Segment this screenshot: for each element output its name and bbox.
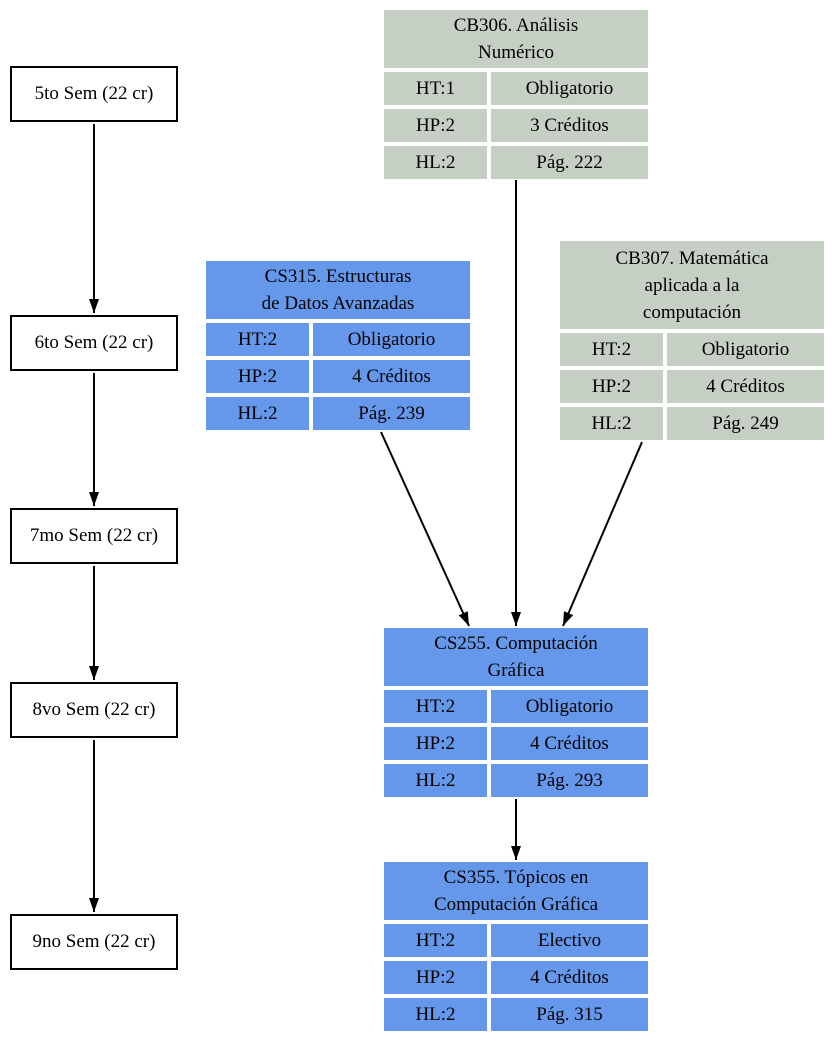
row-value-cell: Pág. 293 [491, 764, 648, 797]
row-value-cell: 4 Créditos [313, 360, 470, 393]
row-key-cell: HT:1 [384, 72, 487, 105]
row-key-cell: HT:2 [384, 690, 487, 723]
row-key-cell: HP:2 [384, 727, 487, 760]
course-card-cs315: CS315. Estructuras de Datos Avanzadas HT… [206, 261, 470, 430]
row-key-cell: HL:2 [384, 764, 487, 797]
course-title-line: CB307. Matemática [615, 247, 769, 269]
row-key-cell: HT:2 [206, 323, 309, 356]
course-title: CS355. Tópicos en Computación Gráfica [384, 862, 648, 920]
course-title-line: de Datos Avanzadas [261, 293, 415, 314]
course-title-line: Numérico [478, 42, 554, 63]
row-key-cell: HP:2 [560, 370, 663, 403]
course-title: CB307. Matemática aplicada a la computac… [560, 241, 824, 329]
course-title-line: aplicada a la [644, 274, 740, 296]
course-title: CS315. Estructuras de Datos Avanzadas [206, 261, 470, 319]
semester-node-7mo: 7mo Sem (22 cr) [10, 508, 178, 564]
row-key-cell: HL:2 [560, 407, 663, 440]
semester-node-6to: 6to Sem (22 cr) [10, 315, 178, 371]
row-key-cell: HT:2 [560, 333, 663, 366]
course-card-cs355: CS355. Tópicos en Computación Gráfica HT… [384, 862, 648, 1031]
row-value-cell: Pág. 222 [491, 146, 648, 179]
course-title: CS255. Computación Gráfica [384, 628, 648, 686]
row-value-cell: 4 Créditos [491, 727, 648, 760]
course-card-cb306: CB306. Análisis Numérico HT:1 Obligatori… [384, 10, 648, 179]
semester-label: 9no Sem (22 cr) [32, 931, 156, 952]
row-value-cell: Pág. 239 [313, 397, 470, 430]
row-value-cell: Pág. 249 [667, 407, 824, 440]
course-card-cb307: CB307. Matemática aplicada a la computac… [560, 241, 824, 440]
row-key-cell: HP:2 [206, 360, 309, 393]
course-title-line: CS315. Estructuras [264, 266, 412, 287]
row-key-cell: HL:2 [206, 397, 309, 430]
row-value-cell: Electivo [491, 924, 648, 957]
row-value-cell: 3 Créditos [491, 109, 648, 142]
semester-label: 7mo Sem (22 cr) [29, 525, 159, 546]
course-title-line: CS355. Tópicos en [443, 867, 589, 888]
course-title-line: computación [642, 301, 742, 323]
row-key-cell: HL:2 [384, 146, 487, 179]
row-value-cell: 4 Créditos [667, 370, 824, 403]
row-value-cell: Obligatorio [667, 333, 824, 366]
course-title-line: Gráfica [487, 660, 545, 681]
semester-label: 5to Sem (22 cr) [34, 83, 154, 104]
course-title: CB306. Análisis Numérico [384, 10, 648, 68]
row-key-cell: HT:2 [384, 924, 487, 957]
semester-node-8vo: 8vo Sem (22 cr) [10, 682, 178, 738]
semester-label: 6to Sem (22 cr) [34, 332, 154, 353]
course-title-line: Computación Gráfica [433, 894, 599, 915]
row-value-cell: Obligatorio [491, 690, 648, 723]
row-value-cell: Obligatorio [313, 323, 470, 356]
semester-node-5to: 5to Sem (22 cr) [10, 66, 178, 122]
edge-cs315-cs255 [380, 431, 470, 627]
course-title-line: CB306. Análisis [453, 15, 579, 36]
course-title-line: CS255. Computación [434, 633, 598, 654]
row-value-cell: Pág. 315 [491, 998, 648, 1031]
semester-node-9no: 9no Sem (22 cr) [10, 914, 178, 970]
row-key-cell: HL:2 [384, 998, 487, 1031]
row-key-cell: HP:2 [384, 109, 487, 142]
course-card-cs255: CS255. Computación Gráfica HT:2 Obligato… [384, 628, 648, 797]
semester-label: 8vo Sem (22 cr) [32, 699, 156, 720]
row-value-cell: 4 Créditos [491, 961, 648, 994]
edge-cb307-cs255 [562, 441, 643, 627]
row-value-cell: Obligatorio [491, 72, 648, 105]
row-key-cell: HP:2 [384, 961, 487, 994]
